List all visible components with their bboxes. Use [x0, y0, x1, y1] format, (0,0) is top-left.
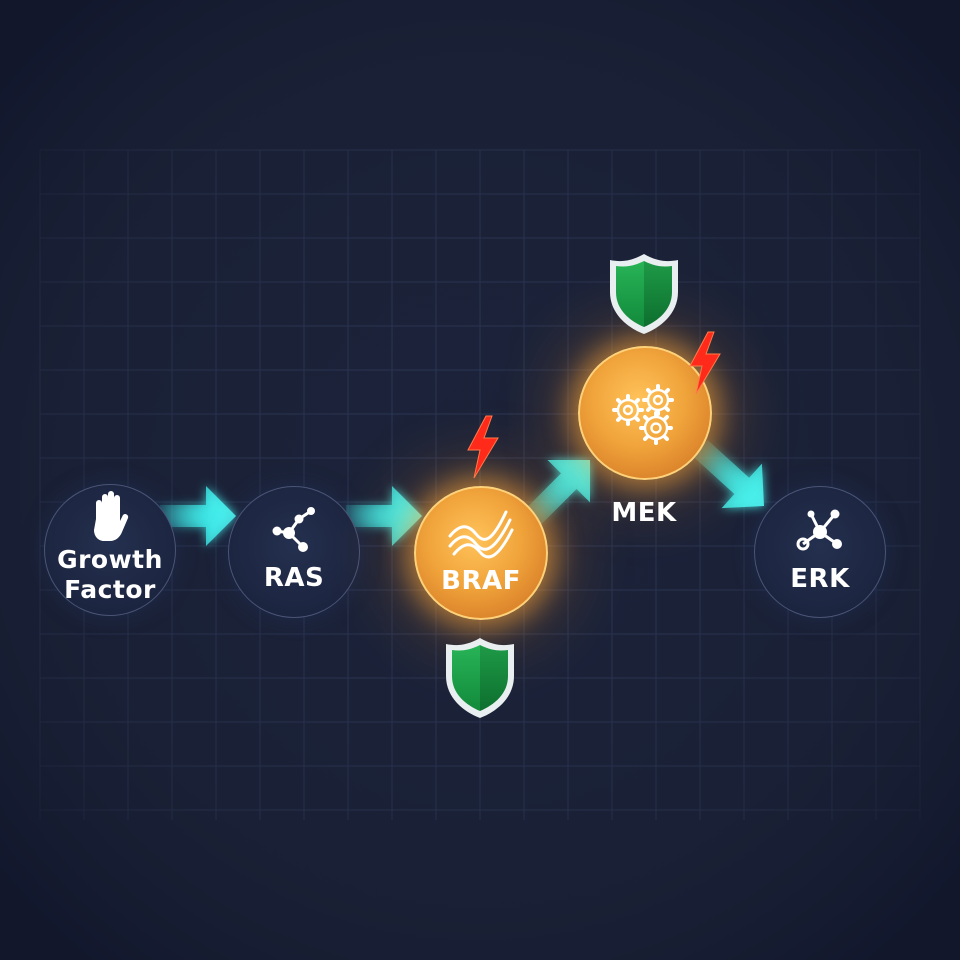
arrow-growth-factor-to-ras [160, 486, 236, 546]
hand-icon [94, 491, 129, 541]
arrow-mek-to-erk [692, 439, 765, 509]
lightning-icon [689, 331, 721, 395]
shield-icon [446, 638, 514, 718]
shield-icon [610, 254, 678, 334]
node-label: BRAF [441, 566, 521, 596]
node-label-mek: MEK [611, 498, 677, 528]
node-braf: BRAF [414, 486, 548, 620]
node-label: ERK [790, 564, 850, 594]
node-erk: ERK [754, 486, 886, 618]
arrow-ras-to-braf [346, 486, 422, 546]
node-ras: RAS [228, 486, 360, 618]
arrow-braf-to-mek [522, 460, 590, 528]
molecule-icon [272, 507, 315, 552]
node-label-line: Factor [64, 575, 156, 604]
lightning-icon [467, 415, 499, 479]
node-label-line: Growth [57, 545, 163, 574]
node-mek [578, 346, 712, 480]
node-growth-factor: Growth Factor [44, 484, 176, 616]
molecule-icon [796, 509, 842, 551]
node-label: RAS [263, 563, 325, 593]
gears-icon [612, 384, 674, 445]
wave-icon [448, 510, 514, 559]
